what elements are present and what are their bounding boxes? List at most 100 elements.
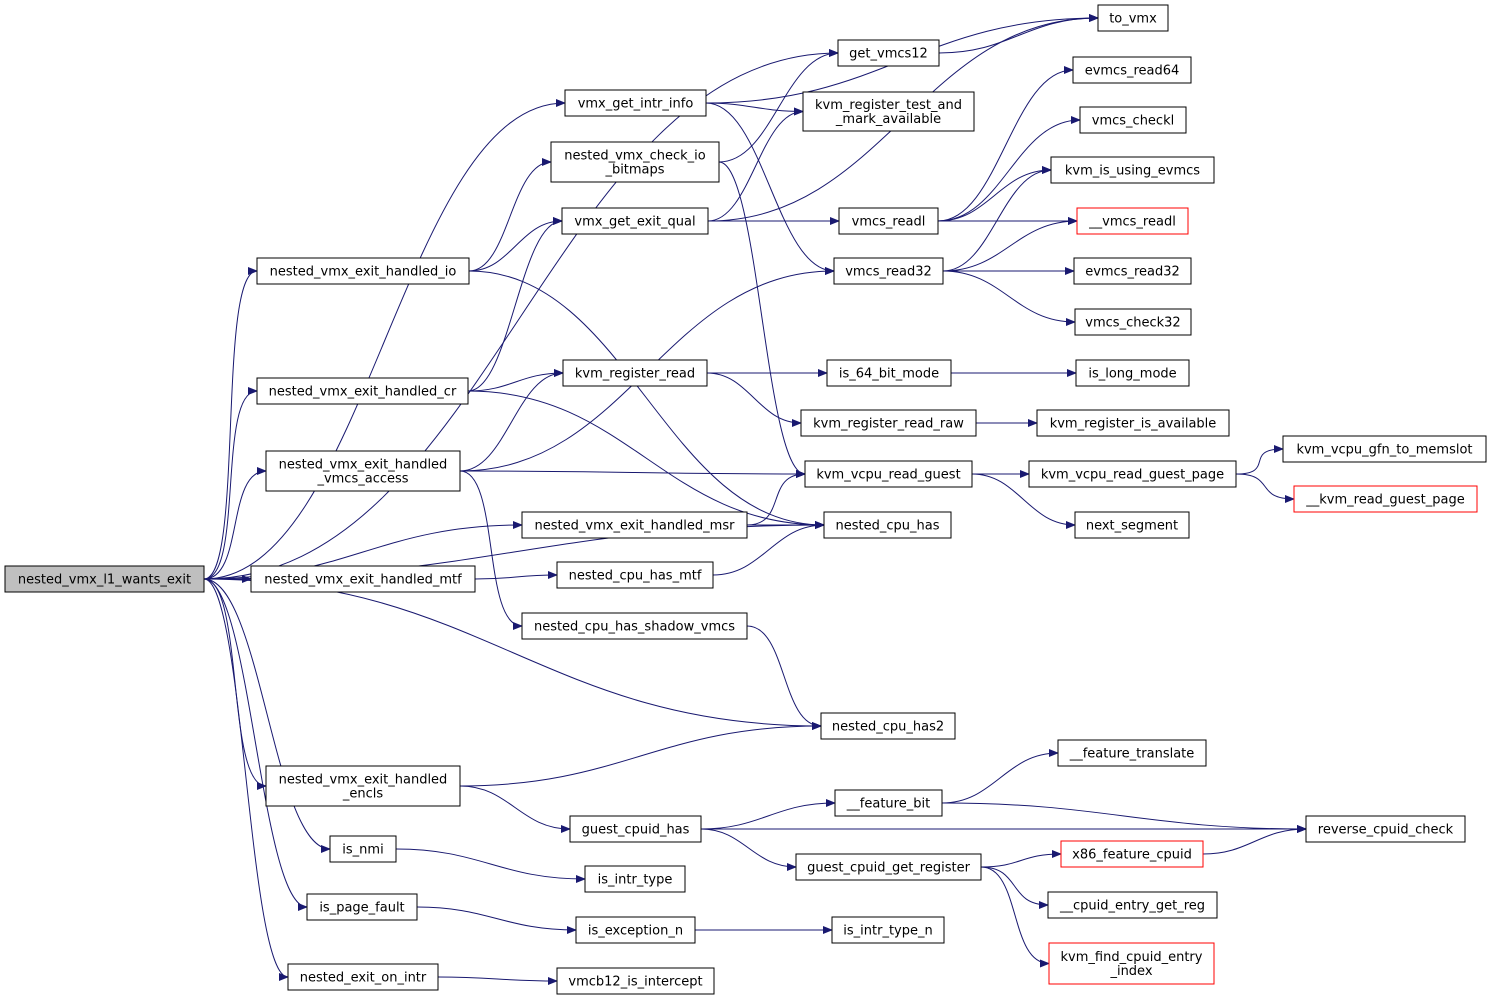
node-kvm-read-guest-page[interactable]: __kvm_read_guest_page bbox=[1293, 485, 1478, 513]
node-label: kvm_is_using_evmcs bbox=[1065, 164, 1200, 179]
node-kvm-register-test-and-mark-available[interactable]: kvm_register_test_and_mark_available bbox=[802, 91, 975, 132]
node-x86-feature-cpuid[interactable]: x86_feature_cpuid bbox=[1060, 840, 1204, 868]
node-label: __cpuid_entry_get_reg bbox=[1059, 899, 1205, 914]
node-label: kvm_register_read bbox=[575, 367, 695, 382]
node-is-intr-type-n[interactable]: is_intr_type_n bbox=[831, 916, 945, 944]
node-nested-vmx-exit-handled-msr[interactable]: nested_vmx_exit_handled_msr bbox=[521, 511, 748, 539]
node-label: nested_vmx_exit_handled_mtf bbox=[264, 573, 462, 588]
edge-kvm-register-read-to-kvm-register-read-raw bbox=[706, 372, 802, 427]
node-is-intr-type[interactable]: is_intr_type bbox=[584, 865, 686, 893]
edge-nested-vmx-exit-handled-vmcs-access-to-nested-cpu-has-shadow-vmcs bbox=[459, 470, 523, 630]
node-label: vmx_get_intr_info bbox=[578, 97, 694, 112]
node-feature-bit[interactable]: __feature_bit bbox=[834, 789, 943, 817]
node-kvm-register-is-available[interactable]: kvm_register_is_available bbox=[1036, 409, 1230, 437]
edge-kvm-vcpu-read-guest-page-to-kvm-read-guest-page bbox=[1235, 473, 1295, 503]
node-evmcs-read64[interactable]: evmcs_read64 bbox=[1072, 56, 1192, 84]
edge-nested-vmx-exit-handled-cr-to-nested-cpu-has bbox=[467, 390, 825, 529]
node-vmcs-check32[interactable]: vmcs_check32 bbox=[1074, 308, 1192, 336]
node-nested-exit-on-intr[interactable]: nested_exit_on_intr bbox=[287, 963, 439, 991]
node-label: nested_cpu_has_shadow_vmcs bbox=[534, 620, 735, 635]
node-nested-cpu-has[interactable]: nested_cpu_has bbox=[823, 511, 952, 539]
edge-vmcs-read32-to-kvm-is-using-evmcs bbox=[942, 166, 1052, 272]
node-next-segment[interactable]: next_segment bbox=[1074, 511, 1190, 539]
node-nested-cpu-has2[interactable]: nested_cpu_has2 bbox=[820, 712, 956, 740]
node-vmx-get-exit-qual[interactable]: vmx_get_exit_qual bbox=[561, 207, 709, 235]
edge-nested-vmx-exit-handled-vmcs-access-to-kvm-vcpu-read-guest bbox=[459, 469, 806, 478]
edge-nested-vmx-exit-handled-encls-to-nested-cpu-has2 bbox=[459, 722, 822, 787]
node-label: is_nmi bbox=[342, 843, 383, 858]
node-cpuid-entry-get-reg[interactable]: __cpuid_entry_get_reg bbox=[1047, 891, 1218, 919]
node-label: __vmcs_readl bbox=[1088, 215, 1176, 230]
node-nested-vmx-l1-wants-exit[interactable]: nested_vmx_l1_wants_exit bbox=[4, 565, 205, 593]
edge-vmcs-read32-to-vmcs-readl bbox=[942, 217, 1078, 272]
node-kvm-register-read-raw[interactable]: kvm_register_read_raw bbox=[800, 409, 977, 437]
node-nested-vmx-exit-handled-vmcs-access[interactable]: nested_vmx_exit_handled_vmcs_access bbox=[265, 450, 461, 492]
node-label: kvm_find_cpuid_entry bbox=[1061, 950, 1203, 965]
node-nested-vmx-exit-handled-cr[interactable]: nested_vmx_exit_handled_cr bbox=[256, 377, 469, 405]
node-label: evmcs_read64 bbox=[1085, 64, 1180, 79]
node-label: x86_feature_cpuid bbox=[1072, 848, 1192, 863]
node-vmcs-readl[interactable]: vmcs_readl bbox=[838, 207, 939, 235]
node-label: vmcs_read32 bbox=[845, 265, 932, 280]
edge-x86-feature-cpuid-to-reverse-cpuid-check bbox=[1202, 825, 1307, 855]
node-is-exception-n[interactable]: is_exception_n bbox=[575, 916, 696, 944]
edge-nested-vmx-l1-wants-exit-to-vmx-get-intr-info bbox=[203, 99, 566, 580]
edge-vmx-get-intr-info-to-kvm-register-test-and-mark-available bbox=[705, 102, 804, 116]
node-feature-translate[interactable]: __feature_translate bbox=[1057, 739, 1207, 767]
node-kvm-is-using-evmcs[interactable]: kvm_is_using_evmcs bbox=[1050, 156, 1215, 184]
edge-get-vmcs12-to-to-vmx bbox=[938, 14, 1099, 54]
node-to-vmx[interactable]: to_vmx bbox=[1097, 4, 1169, 32]
node-is-64-bit-mode[interactable]: is_64_bit_mode bbox=[826, 359, 952, 387]
node-vmcs-checkl[interactable]: vmcs_checkl bbox=[1079, 106, 1187, 134]
node-kvm-register-read[interactable]: kvm_register_read bbox=[562, 359, 708, 387]
node-is-nmi[interactable]: is_nmi bbox=[329, 835, 397, 863]
node-nested-cpu-has-shadow-vmcs[interactable]: nested_cpu_has_shadow_vmcs bbox=[521, 612, 748, 640]
node-label: is_page_fault bbox=[319, 901, 404, 916]
node-vmcs-readl[interactable]: __vmcs_readl bbox=[1076, 207, 1189, 235]
node-label: reverse_cpuid_check bbox=[1318, 823, 1454, 838]
node-label: nested_cpu_has_mtf bbox=[569, 569, 702, 584]
edge-nested-cpu-has-shadow-vmcs-to-nested-cpu-has2 bbox=[746, 625, 822, 730]
node-kvm-vcpu-read-guest-page[interactable]: kvm_vcpu_read_guest_page bbox=[1028, 460, 1237, 488]
node-kvm-vcpu-gfn-to-memslot[interactable]: kvm_vcpu_gfn_to_memslot bbox=[1282, 435, 1487, 463]
edge-nested-vmx-exit-handled-cr-to-vmx-get-exit-qual bbox=[467, 217, 563, 392]
node-label: guest_cpuid_get_register bbox=[807, 861, 970, 876]
edge-nested-vmx-check-io-bitmaps-to-get-vmcs12 bbox=[718, 49, 839, 163]
node-evmcs-read32[interactable]: evmcs_read32 bbox=[1073, 257, 1192, 285]
node-label: kvm_register_test_and bbox=[815, 98, 962, 113]
node-label: vmcs_checkl bbox=[1092, 114, 1174, 129]
edge-guest-cpuid-get-register-to-kvm-find-cpuid-entry-index bbox=[980, 866, 1050, 968]
node-label: is_64_bit_mode bbox=[839, 367, 939, 382]
node-nested-vmx-check-io-bitmaps[interactable]: nested_vmx_check_io_bitmaps bbox=[550, 141, 720, 183]
edge-vmx-get-intr-info-to-vmcs-read32 bbox=[705, 102, 835, 275]
edge-kvm-vcpu-read-guest-page-to-kvm-vcpu-gfn-to-memslot bbox=[1235, 445, 1284, 475]
node-vmcs-read32[interactable]: vmcs_read32 bbox=[833, 257, 944, 285]
node-is-long-mode[interactable]: is_long_mode bbox=[1075, 359, 1190, 387]
node-guest-cpuid-get-register[interactable]: guest_cpuid_get_register bbox=[795, 853, 982, 881]
node-label: kvm_register_is_available bbox=[1050, 417, 1217, 432]
node-kvm-vcpu-read-guest[interactable]: kvm_vcpu_read_guest bbox=[804, 460, 973, 488]
node-kvm-find-cpuid-entry-index[interactable]: kvm_find_cpuid_entry_index bbox=[1048, 942, 1215, 985]
node-guest-cpuid-has[interactable]: guest_cpuid_has bbox=[569, 815, 702, 843]
edge-nested-vmx-l1-wants-exit-to-nested-vmx-exit-handled-cr bbox=[203, 387, 258, 580]
node-label: _index bbox=[1109, 964, 1152, 979]
node-vmx-get-intr-info[interactable]: vmx_get_intr_info bbox=[564, 89, 707, 117]
node-nested-vmx-exit-handled-mtf[interactable]: nested_vmx_exit_handled_mtf bbox=[250, 565, 476, 593]
edge-nested-vmx-l1-wants-exit-to-nested-vmx-exit-handled-io bbox=[203, 267, 258, 580]
node-label: is_long_mode bbox=[1088, 367, 1176, 382]
node-reverse-cpuid-check[interactable]: reverse_cpuid_check bbox=[1305, 815, 1466, 843]
edge-guest-cpuid-get-register-to-cpuid-entry-get-reg bbox=[980, 866, 1049, 909]
node-nested-vmx-exit-handled-encls[interactable]: nested_vmx_exit_handled_encls bbox=[265, 765, 461, 807]
node-nested-cpu-has-mtf[interactable]: nested_cpu_has_mtf bbox=[556, 561, 714, 589]
node-label: kvm_vcpu_read_guest_page bbox=[1041, 468, 1224, 483]
node-vmcb12-is-intercept[interactable]: vmcb12_is_intercept bbox=[556, 967, 715, 995]
node-label: nested_vmx_exit_handled_cr bbox=[269, 385, 457, 400]
edge-vmcs-readl-to-vmcs-checkl bbox=[937, 116, 1081, 222]
node-nested-vmx-exit-handled-io[interactable]: nested_vmx_exit_handled_io bbox=[256, 257, 470, 285]
node-get-vmcs12[interactable]: get_vmcs12 bbox=[837, 39, 940, 67]
node-label: __feature_translate bbox=[1069, 747, 1195, 762]
node-label: nested_exit_on_intr bbox=[300, 971, 427, 986]
node-label: is_intr_type bbox=[598, 873, 673, 888]
edge-nested-vmx-exit-handled-vmcs-access-to-kvm-register-read bbox=[459, 369, 564, 472]
node-is-page-fault[interactable]: is_page_fault bbox=[306, 893, 418, 921]
